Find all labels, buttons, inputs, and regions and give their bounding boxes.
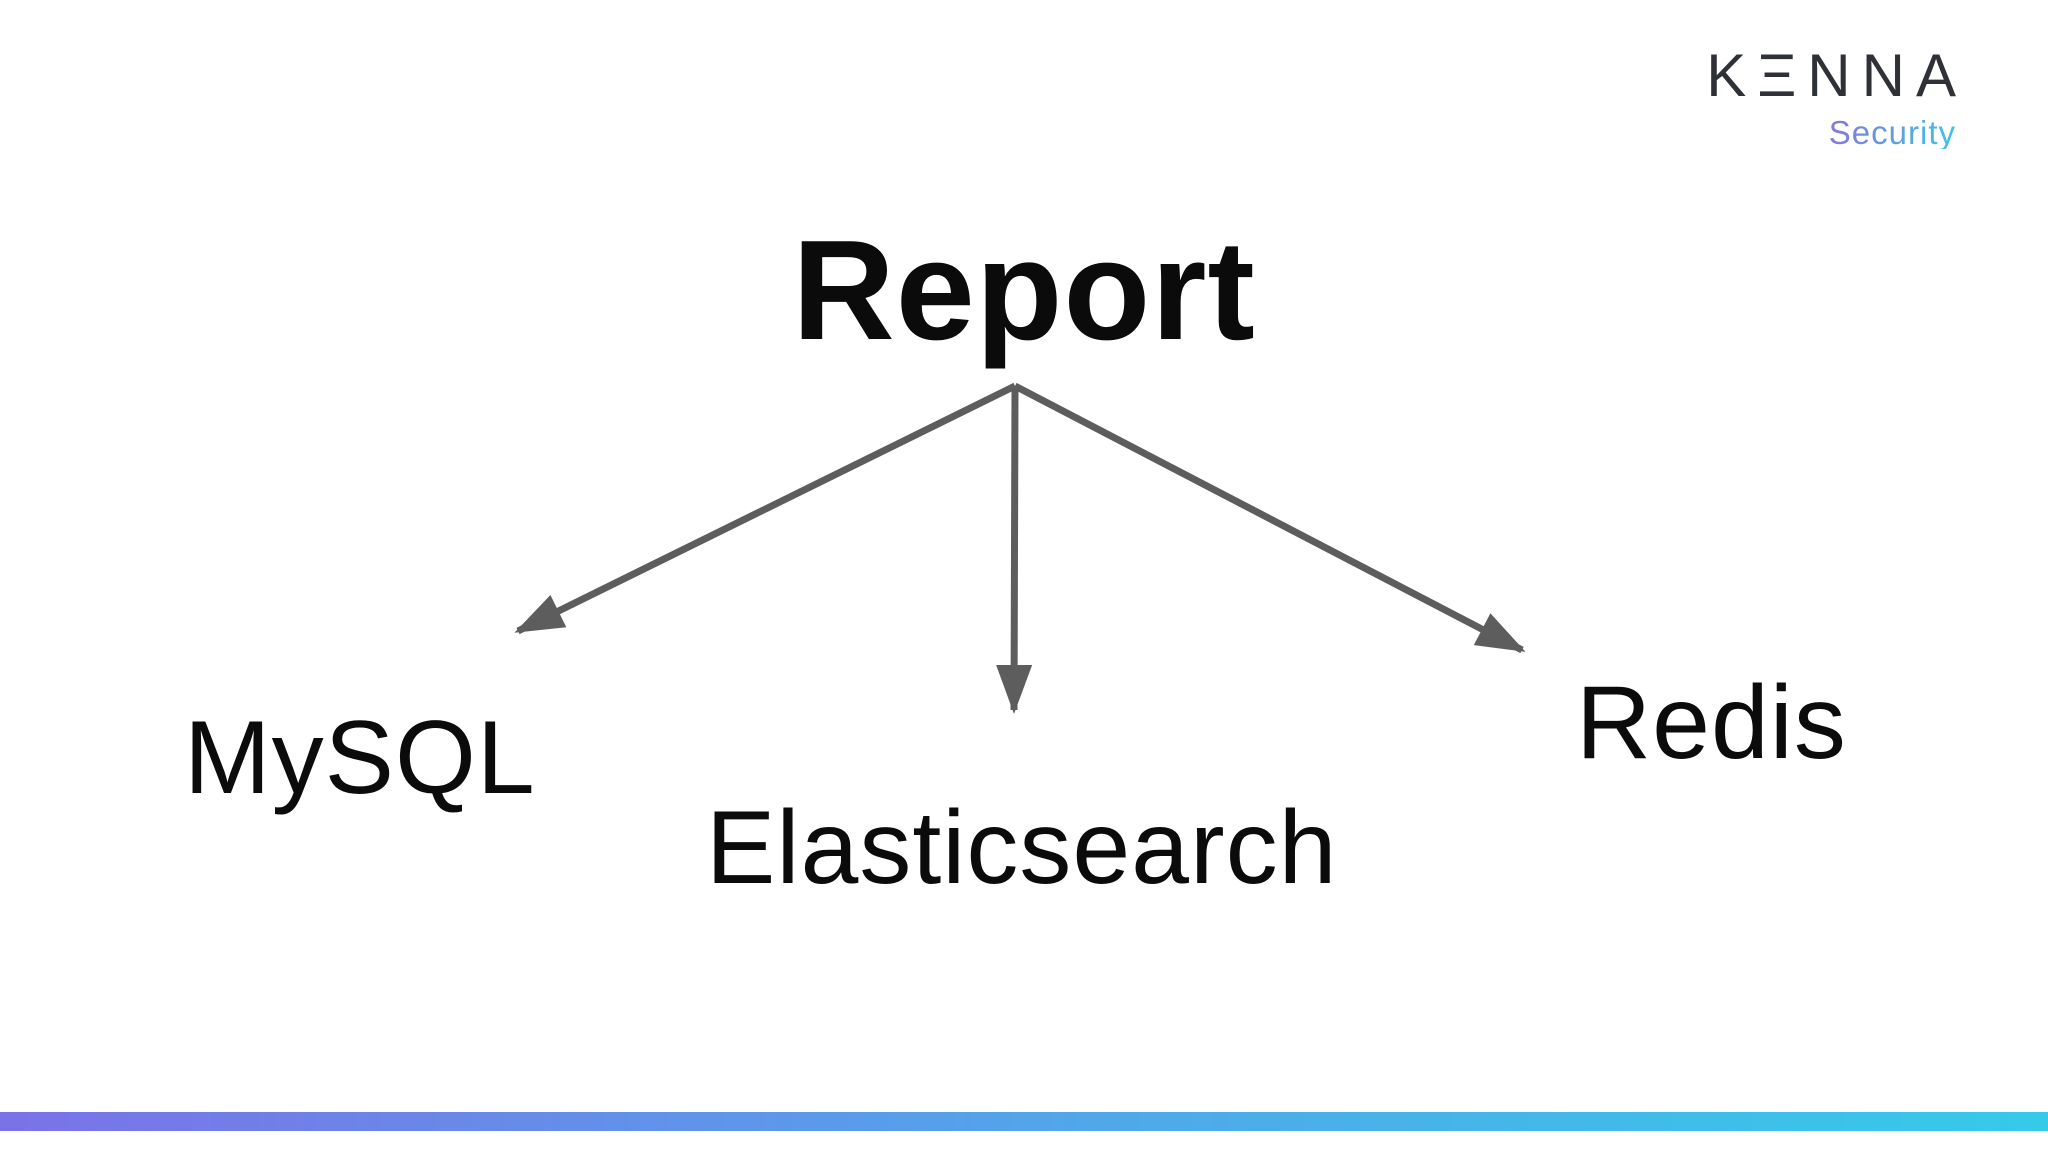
arrow-report-to-mysql [514,382,1017,635]
arrow-report-to-elasticsearch [996,385,1033,714]
footer-gradient-bar [0,1112,2048,1131]
kenna-logo-subtitle: Security [1828,114,1956,151]
diagram-node-elasticsearch: Elasticsearch [706,790,1338,906]
diagram-node-redis: Redis [1576,665,1847,781]
arrow-report-to-redis [1013,382,1526,654]
kenna-logo-wordmark: KΞNNA [1706,42,1967,109]
kenna-security-logo: KΞNNA Security [1706,46,1956,151]
diagram-root-report: Report [792,211,1256,370]
diagram-node-mysql: MySQL [184,700,536,816]
